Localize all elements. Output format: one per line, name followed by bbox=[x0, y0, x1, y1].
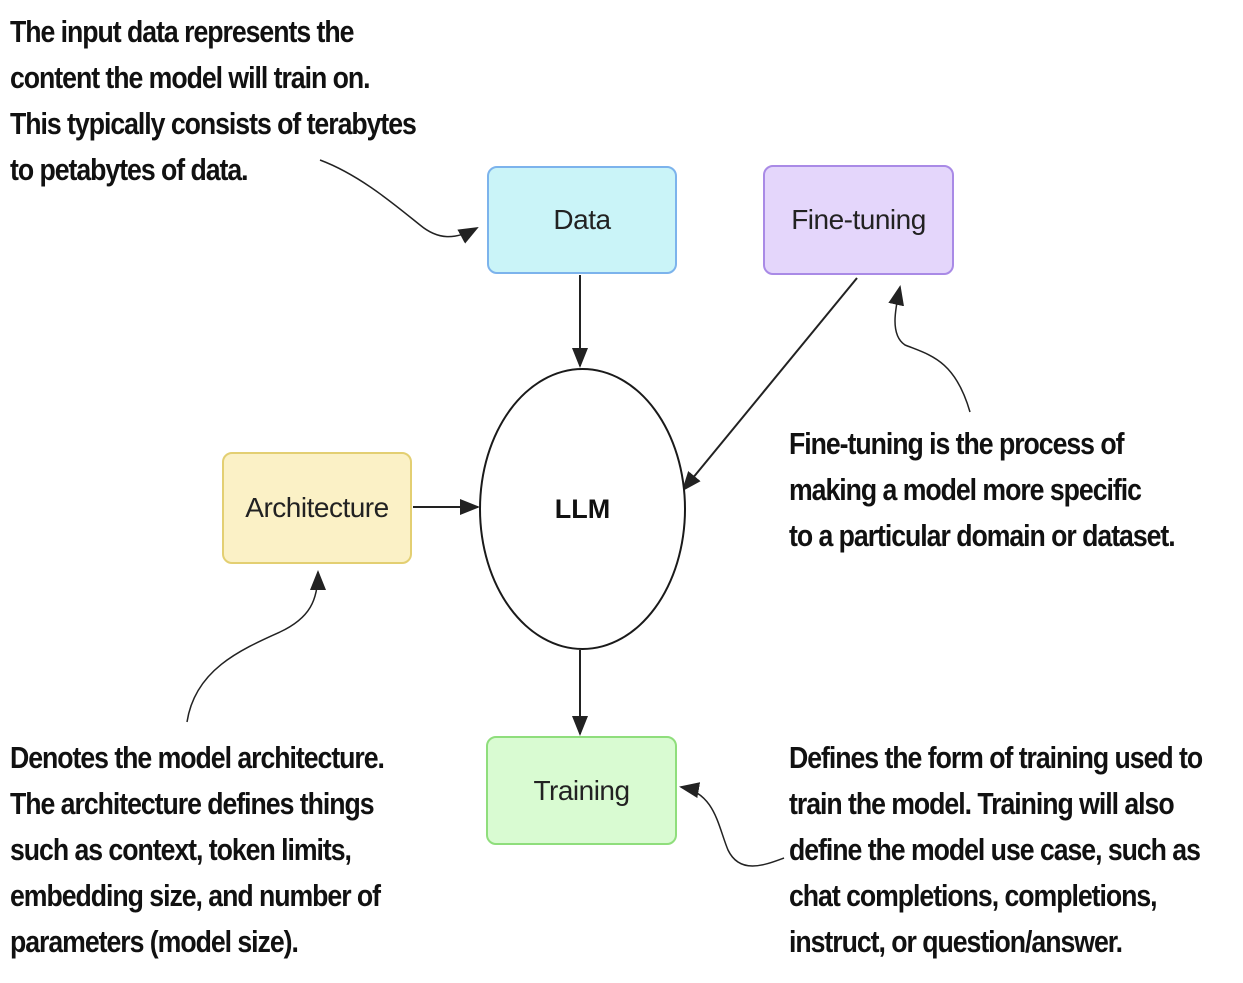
callout-pointer-finetuning bbox=[888, 285, 971, 413]
architecture-node: Architecture bbox=[222, 452, 412, 564]
data-annotation: The input data represents the content th… bbox=[10, 14, 417, 187]
training-node: Training bbox=[486, 736, 677, 845]
callout-pointer-architecture bbox=[186, 570, 326, 723]
architecture-annotation: Denotes the model architecture. The arch… bbox=[10, 740, 385, 959]
fine-tuning-annotation: Fine-tuning is the process of making a m… bbox=[789, 426, 1176, 553]
edge-finetuning-to-llm bbox=[681, 277, 858, 492]
llm-node: LLM bbox=[479, 368, 686, 650]
training-annotation: Defines the form of training used to tra… bbox=[789, 740, 1203, 959]
data-node: Data bbox=[487, 166, 677, 274]
callout-pointer-training bbox=[679, 782, 785, 867]
callout-pointer-data bbox=[319, 159, 479, 244]
fine-tuning-node: Fine-tuning bbox=[763, 165, 954, 275]
